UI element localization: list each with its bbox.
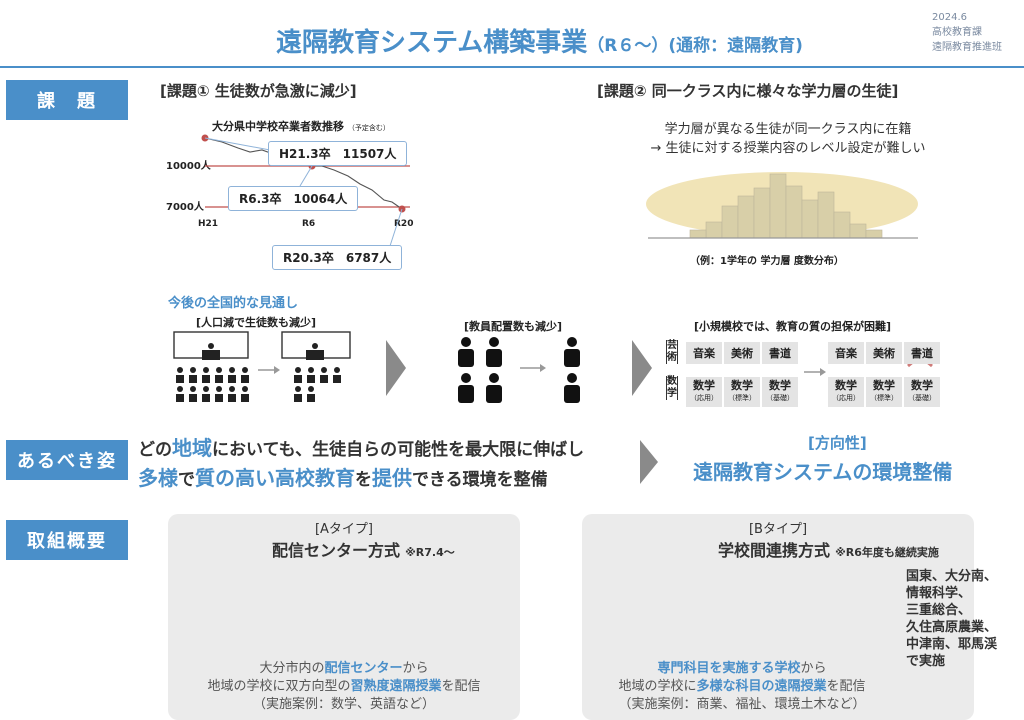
outlook-step1: [人口減で生徒数も減少] bbox=[196, 316, 317, 329]
subject-math-advanced-after: 数学（応用） bbox=[828, 377, 864, 407]
outlook-step3: [小規模校では、教育の質の担保が困難] bbox=[694, 320, 892, 333]
typeA-description: 大分市内の配信センターから 地域の学校に双方向型の習熟度遠隔授業を配信 （実施案… bbox=[207, 661, 481, 712]
outlook-step2: [教員配置数も減少] bbox=[464, 320, 563, 333]
y-tick-7000: 7000人 bbox=[166, 202, 204, 213]
typeB-heading: [Bタイプ] bbox=[748, 522, 808, 537]
subject-math-basic-after: 数学（基礎） bbox=[904, 377, 940, 407]
issue2-line1: 学力層が異なる生徒が同一クラス内に在籍 bbox=[664, 122, 912, 137]
y-tick-10000: 10000人 bbox=[166, 161, 211, 172]
histogram-bars bbox=[689, 173, 883, 239]
subject-math-standard-after: 数学（標準） bbox=[866, 377, 902, 407]
callout-leader-h21 bbox=[204, 137, 271, 151]
typeB-panel bbox=[582, 514, 974, 720]
typeA-note: ※R7.4〜 bbox=[405, 546, 455, 559]
outlook-title: 今後の全国的な見通し bbox=[168, 296, 299, 311]
chart-title-text: 大分県中学校卒業者数推移 bbox=[212, 120, 344, 133]
header-dept1: 高校教育課 bbox=[932, 27, 982, 38]
issue2-line2: → 生徒に対する授業内容のレベル設定が難しい bbox=[650, 141, 926, 156]
title-alias: (通称：遠隔教育) bbox=[668, 36, 803, 56]
subject-art: 美術 bbox=[724, 342, 760, 364]
subject-math-standard: 数学（標準） bbox=[724, 377, 760, 407]
subject-art-after: 美術 bbox=[866, 342, 902, 364]
subject-math-basic: 数学（基礎） bbox=[762, 377, 798, 407]
flow-arrow-2 bbox=[632, 340, 652, 396]
ideal-arrow bbox=[640, 440, 658, 484]
typeA-title: 配信センター方式 bbox=[272, 541, 401, 560]
callout-h21: H21.3卒 11507人 bbox=[268, 141, 408, 166]
typeA-panel bbox=[168, 514, 520, 720]
issue2-heading: [課題② 同一クラス内に様々な学力層の生徒] bbox=[597, 82, 899, 100]
teacher-icons bbox=[458, 337, 580, 403]
subject-math-advanced: 数学（応用） bbox=[686, 377, 722, 407]
label-math: 数学 bbox=[666, 376, 678, 400]
histogram-caption: （例：1学年の 学力層 度数分布） bbox=[690, 256, 844, 267]
header-divider bbox=[0, 66, 1024, 68]
classroom-icon-small bbox=[281, 331, 351, 402]
direction-heading: [方向性] bbox=[808, 434, 867, 452]
header-dept2: 遠隔教育推進班 bbox=[932, 42, 1002, 53]
x-tick-r20: R20 bbox=[394, 219, 414, 229]
subject-calligraphy: 書道 bbox=[762, 342, 798, 364]
header-date: 2024.6 bbox=[932, 12, 967, 23]
callout-leader-r6 bbox=[299, 165, 313, 187]
ideal-line2: 多様で質の高い高校教育を提供できる環境を整備 bbox=[138, 466, 548, 490]
issue2-text: 学力層が異なる生徒が同一クラス内に在籍 → 生徒に対する授業内容のレベル設定が難… bbox=[608, 120, 968, 158]
issue1-heading: [課題① 生徒数が急激に減少] bbox=[160, 82, 357, 100]
subject-music-after: 音楽 bbox=[828, 342, 864, 364]
callout-r6: R6.3卒 10064人 bbox=[228, 186, 359, 211]
callout-r20: R20.3卒 6787人 bbox=[272, 245, 403, 270]
typeB-regions: 国東、大分南、 情報科学、 三重総合、 久住高原農業、 中津南、耶馬渓 で実施 bbox=[906, 569, 998, 669]
page-title: 遠隔教育システム構築事業（R６〜）(通称：遠隔教育) bbox=[276, 22, 803, 59]
subject-calligraphy-after: 書道 bbox=[904, 342, 940, 364]
typeB-description: 専門科目を実施する学校から 地域の学校に多様な科目の遠隔授業を配信 （実施案例：… bbox=[618, 661, 866, 712]
typeA-heading: [Aタイプ] bbox=[314, 522, 374, 537]
chart-title-note: （予定含む） bbox=[347, 124, 390, 132]
typeA-title-row: 配信センター方式 ※R7.4〜 bbox=[272, 537, 455, 561]
label-arts: 芸術 bbox=[666, 340, 678, 364]
typeB-title: 学校間連携方式 bbox=[718, 541, 831, 560]
flow-arrow-1 bbox=[386, 340, 406, 396]
direction-main: 遠隔教育システムの環境整備 bbox=[693, 460, 953, 484]
chart-title: 大分県中学校卒業者数推移 （予定含む） bbox=[212, 118, 390, 134]
ideal-line1: どの地域においても、生徒自らの可能性を最大限に伸ばし bbox=[138, 436, 585, 460]
typeB-title-row: 学校間連携方式 ※R6年度も継続実施 bbox=[718, 537, 939, 561]
header-meta: 2024.6 高校教育課 遠隔教育推進班 bbox=[932, 10, 1002, 55]
callout-leader-r20 bbox=[389, 208, 403, 247]
x-tick-h21: H21 bbox=[198, 219, 219, 229]
typeB-note: ※R6年度も継続実施 bbox=[835, 546, 939, 559]
section-label-issues: 課 題 bbox=[6, 80, 128, 120]
x-tick-r6: R6 bbox=[302, 219, 316, 229]
subject-music: 音楽 bbox=[686, 342, 722, 364]
section-label-overview: 取組概要 bbox=[6, 520, 128, 560]
ideal-statement: どの地域においても、生徒自らの可能性を最大限に伸ばし 多様で質の高い高校教育を提… bbox=[138, 434, 584, 494]
section-label-ideal: あるべき姿 bbox=[6, 440, 128, 480]
title-main: 遠隔教育システム構築事業 bbox=[276, 28, 588, 58]
classroom-icon-large bbox=[173, 331, 249, 402]
title-period: （R６〜） bbox=[587, 36, 669, 56]
